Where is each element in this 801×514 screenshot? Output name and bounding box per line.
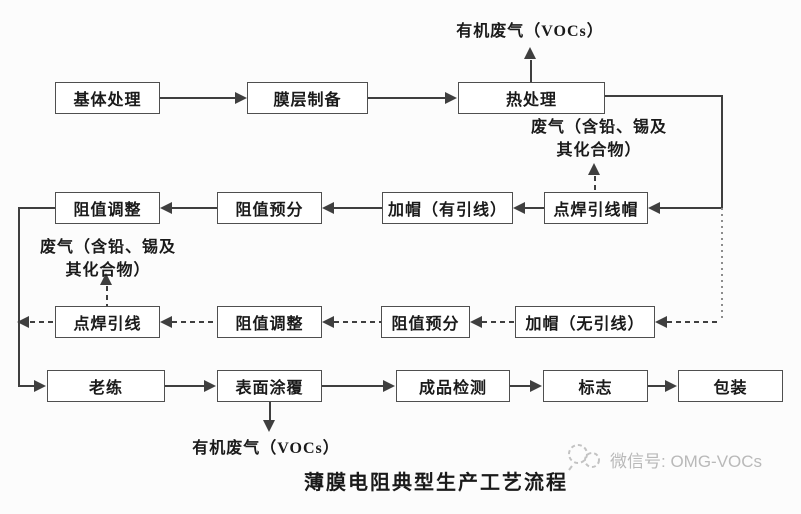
connector-marking-packaging [648, 385, 665, 387]
connector-rail-weldcap [660, 207, 721, 209]
arrowhead-into-adjust-b [322, 316, 334, 328]
note-vocs-bottom: 有机废气（VOCs） [192, 440, 340, 457]
arrowhead-into-packaging [665, 380, 677, 392]
node-weld-leads: 点焊引线 [55, 306, 160, 338]
connector-heat-right [605, 95, 723, 97]
arrowhead-into-presort-b [470, 316, 482, 328]
arrowhead-into-heat-treatment [445, 92, 457, 104]
arrowhead-into-presort-a [322, 202, 334, 214]
arrowhead-into-weld-leads [160, 316, 172, 328]
node-surface-coating: 表面涂覆 [217, 370, 322, 402]
connector-substrate-film [160, 97, 236, 99]
note-lead-tin-left: 废气（含铅、锡及 其化合物） [39, 239, 176, 279]
node-aging: 老练 [47, 370, 165, 402]
arrowhead-into-cap-with-leads [513, 202, 525, 214]
arrowhead-into-marking [530, 380, 542, 392]
node-cap-with-leads: 加帽（有引线） [382, 192, 513, 224]
node-weld-lead-cap: 点焊引线帽 [544, 192, 648, 224]
connector-weldleads-emission [106, 286, 108, 306]
arrowhead-into-weld-lead-cap [648, 202, 660, 214]
node-cap-no-leads: 加帽（无引线） [515, 306, 655, 338]
connector-coating-inspection [322, 385, 383, 387]
arrowhead-into-surface-coating [204, 380, 216, 392]
connector-capleads-presorta [334, 207, 382, 209]
arrowhead-into-final-inspection [383, 380, 395, 392]
connector-film-heat [368, 97, 445, 99]
arrowhead-down-vocs-bottom [263, 420, 275, 432]
arrowhead-into-adjust-a [160, 202, 172, 214]
connector-weldcap-emission [594, 176, 596, 192]
connector-rail-capnoleads [667, 321, 721, 323]
diagram-title: 薄膜电阻典型生产工艺流程 [304, 472, 568, 494]
connector-right-rail-upper [721, 95, 723, 208]
connector-right-rail-lower [721, 208, 723, 321]
arrowhead-into-left-rail [17, 316, 29, 328]
connector-coating-vocs [269, 402, 271, 420]
arrowhead-up-emission-left [100, 273, 112, 285]
watermark: 微信号: OMG-VOCs [564, 442, 762, 477]
note-vocs-top: 有机废气（VOCs） [456, 23, 604, 40]
connector-weldleads-leftrail [30, 321, 55, 323]
node-heat-treatment: 热处理 [458, 82, 605, 114]
arrowhead-up-vocs-top [524, 47, 536, 59]
connector-weldcap-capleads [525, 207, 544, 209]
connector-aging-coating [165, 385, 204, 387]
connector-leftrail-aging [18, 385, 35, 387]
arrowhead-up-emission-right [588, 163, 600, 175]
arrowhead-into-aging [34, 380, 46, 392]
node-resistance-adjust-a: 阻值调整 [55, 192, 160, 224]
node-final-inspection: 成品检测 [396, 370, 510, 402]
connector-adjusta-leftrail [18, 207, 55, 209]
note-lead-tin-right: 废气（含铅、锡及 其化合物） [530, 119, 667, 159]
node-resistance-adjust-b: 阻值调整 [217, 306, 322, 338]
node-resistance-presort-b: 阻值预分 [381, 306, 470, 338]
node-film-preparation: 膜层制备 [247, 82, 368, 114]
connector-presorta-adjusta [172, 207, 217, 209]
connector-capnoleads-presortb [482, 321, 515, 323]
connector-left-rail [18, 207, 20, 387]
connector-heat-vocs [530, 60, 532, 82]
connector-inspection-marking [510, 385, 530, 387]
watermark-label: 微信号: OMG-VOCs [610, 452, 763, 471]
wechat-icon [564, 442, 604, 477]
arrowhead-into-cap-no-leads [655, 316, 667, 328]
arrowhead-into-film-prep [235, 92, 247, 104]
node-substrate-treatment: 基体处理 [55, 82, 160, 114]
node-packaging: 包装 [678, 370, 783, 402]
node-resistance-presort-a: 阻值预分 [217, 192, 322, 224]
connector-adjustb-weldleads [172, 321, 217, 323]
connector-presortb-adjustb [334, 321, 381, 323]
node-marking: 标志 [543, 370, 648, 402]
